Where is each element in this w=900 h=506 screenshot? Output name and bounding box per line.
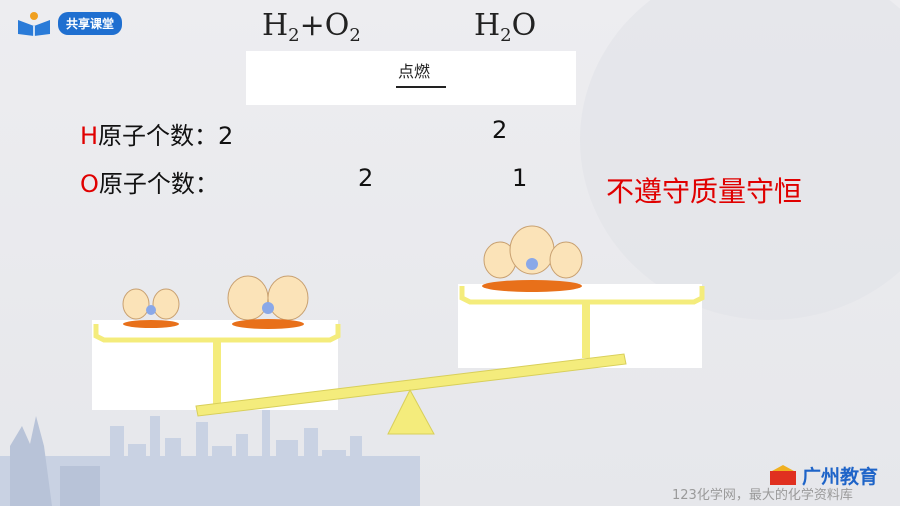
reaction-condition: 点燃 — [398, 62, 431, 81]
product-subscript: 2 — [500, 25, 512, 46]
equation-box — [246, 51, 576, 105]
flag-emblem-icon — [770, 464, 796, 485]
balance-illustration — [92, 225, 705, 435]
open-book-icon — [18, 12, 50, 36]
footer-brand: 广州教育 — [768, 462, 878, 489]
reactant1: H — [262, 8, 289, 43]
h2-molecule-icon — [122, 288, 180, 328]
reactant1-subscript: 2 — [288, 25, 300, 46]
h-left-count: 2 — [218, 122, 234, 150]
reaction-line — [396, 86, 446, 88]
h2o-molecule-icon — [482, 225, 583, 292]
conclusion-text: 不遵守质量守恒 — [606, 175, 803, 208]
equation-reactants: H2+O2 — [262, 8, 361, 46]
logo: 共享课堂 — [14, 10, 123, 36]
h-element: H — [80, 122, 99, 150]
h-label: 原子个数： — [98, 122, 219, 150]
o-right-count: 1 — [512, 164, 528, 192]
watermark: 123化学网，最大的化学资料库 — [672, 488, 853, 503]
plus-sign: + — [299, 8, 325, 43]
balance-beam — [195, 353, 627, 417]
city-skyline-decoration — [0, 406, 420, 506]
o-left-count: 2 — [358, 164, 374, 192]
h-right-count: 2 — [492, 116, 508, 144]
reactant2-subscript: 2 — [349, 25, 361, 46]
footer-brand-text: 广州教育 — [802, 466, 879, 488]
o-atom-row: O原子个数： — [80, 164, 219, 199]
equation-product: H2O — [474, 8, 536, 46]
fulcrum — [387, 388, 435, 435]
right-pan-backdrop — [458, 284, 702, 368]
brand-badge: 共享课堂 — [58, 11, 123, 35]
product-o: O — [511, 8, 537, 43]
product-h: H — [474, 8, 501, 43]
o-label: 原子个数： — [98, 170, 219, 198]
h-atom-row: H原子个数：2 — [80, 116, 233, 151]
o2-molecule-icon — [227, 275, 309, 329]
reactant2: O — [324, 8, 350, 43]
o-element: O — [80, 170, 99, 198]
right-pan-post — [582, 302, 590, 358]
left-pan-post — [213, 340, 221, 414]
